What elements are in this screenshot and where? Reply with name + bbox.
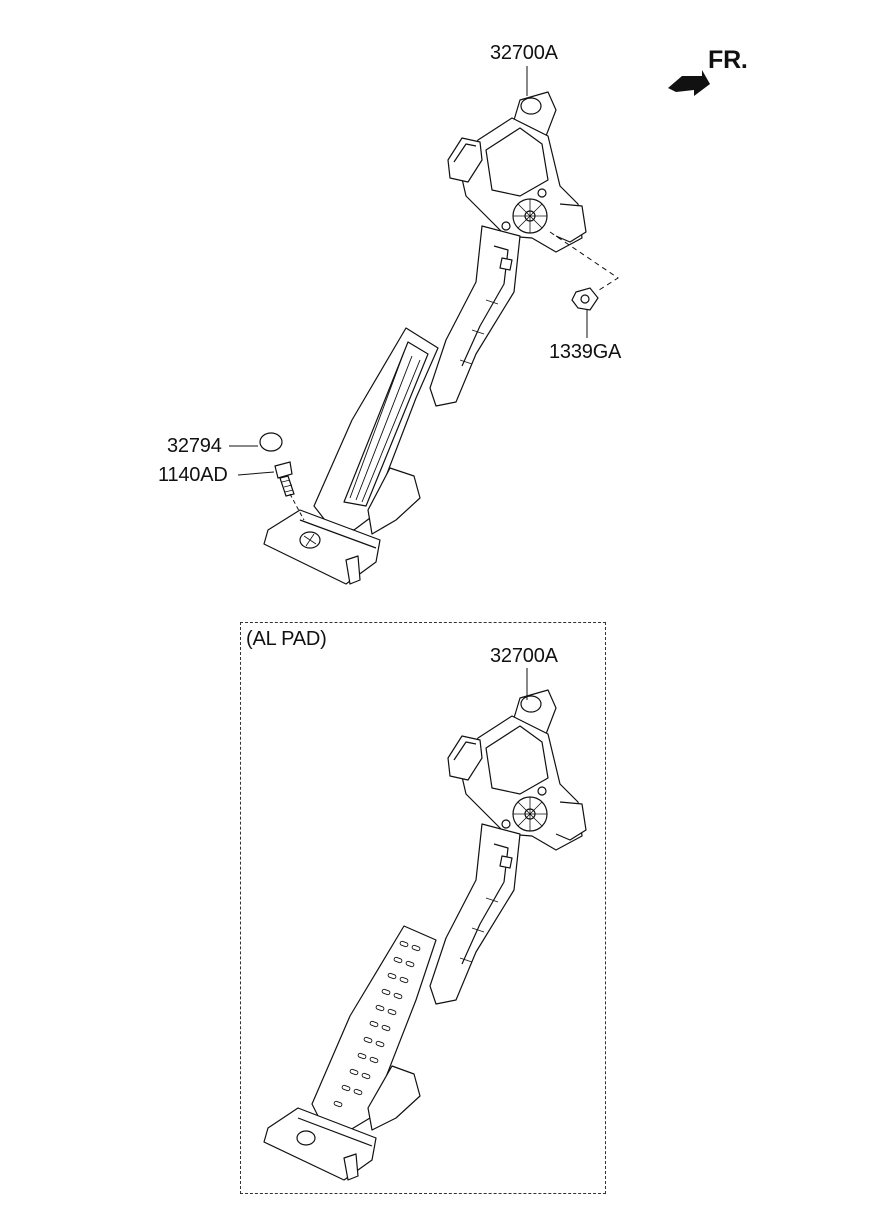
front-indicator-label: FR. xyxy=(708,46,748,74)
al-pad-pedal-assembly xyxy=(263,668,587,1181)
variant-part-label-32700A: 32700A xyxy=(490,645,558,667)
bolt-part xyxy=(274,461,295,497)
part-label-32794: 32794 xyxy=(167,435,222,457)
upper-pedal-assembly xyxy=(229,66,710,585)
part-label-32700A: 32700A xyxy=(490,42,558,64)
part-label-1339GA: 1339GA xyxy=(549,341,622,363)
al-pad-variant-box xyxy=(240,622,606,1194)
front-arrow-icon xyxy=(668,70,710,96)
part-label-1140AD: 1140AD xyxy=(158,464,228,486)
nut-part xyxy=(571,287,599,311)
variant-title: (AL PAD) xyxy=(246,628,327,650)
stopper-part xyxy=(259,432,283,452)
pad-dimples xyxy=(333,940,421,1108)
